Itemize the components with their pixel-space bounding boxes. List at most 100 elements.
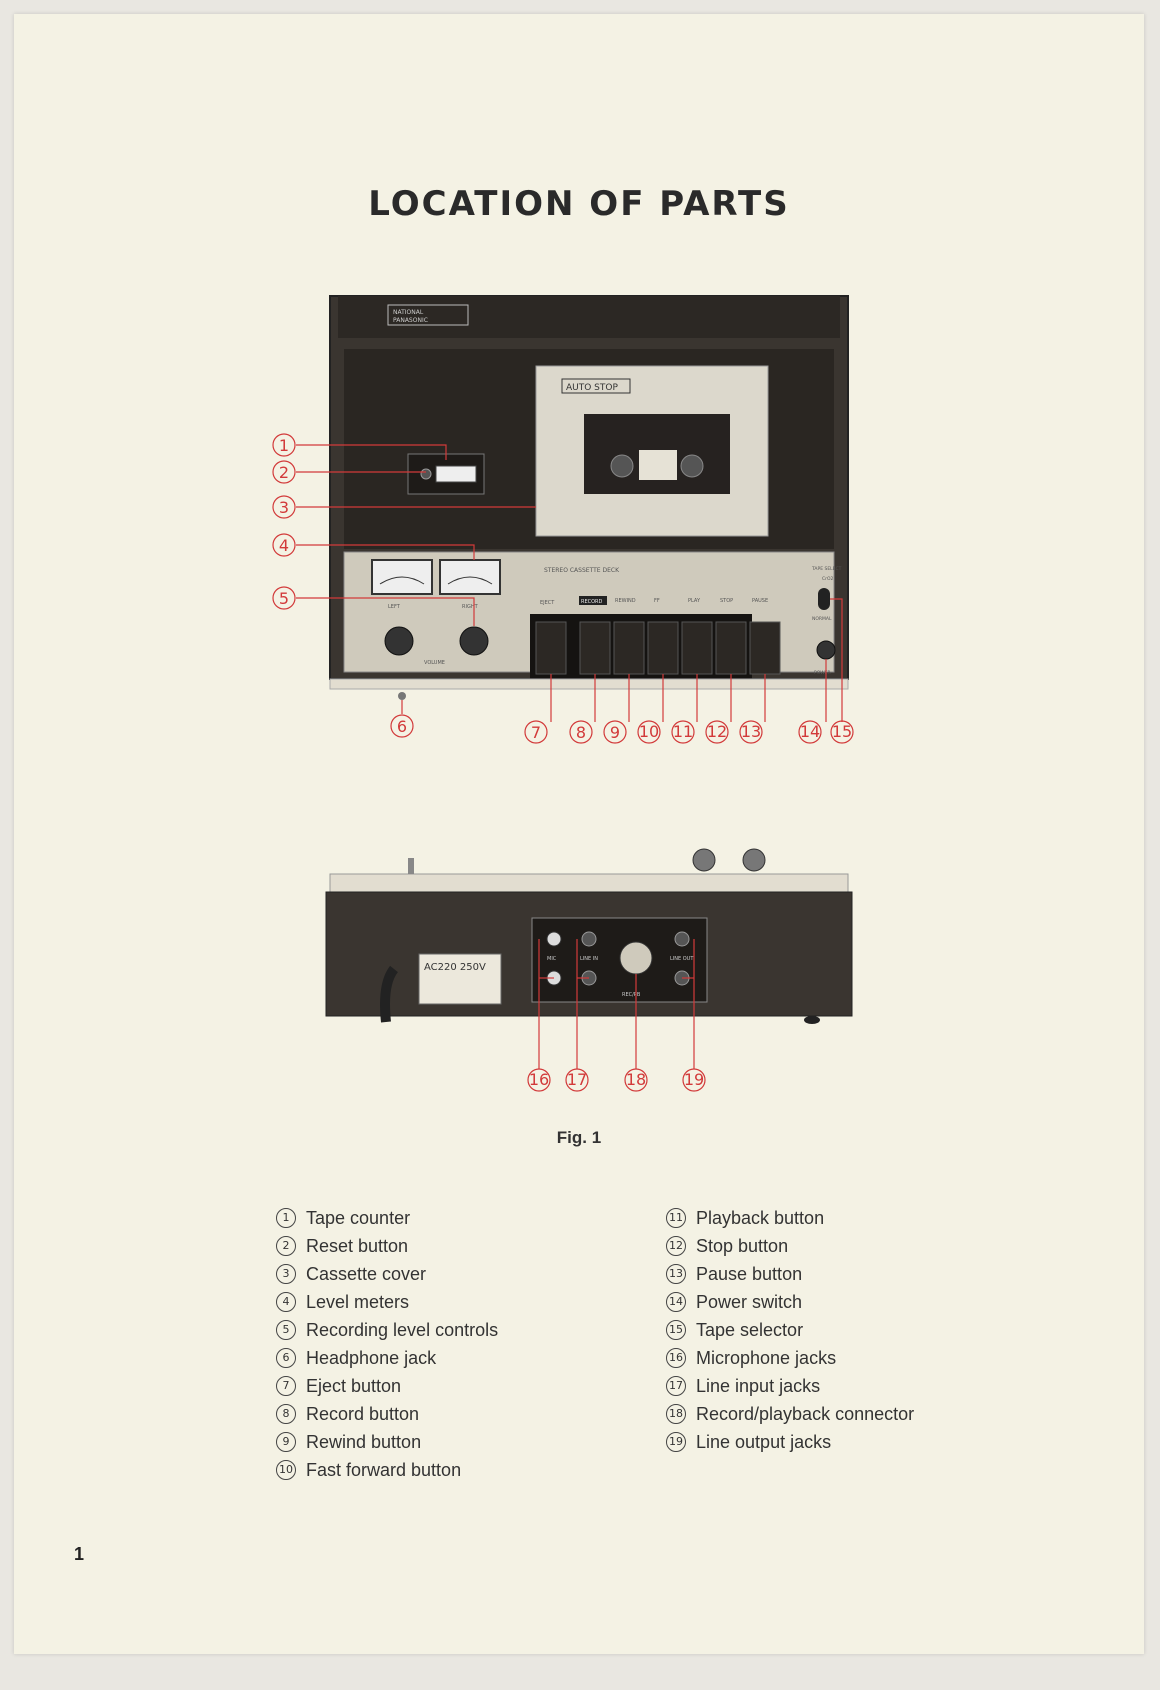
svg-text:11: 11 bbox=[673, 722, 693, 741]
tape-select-label: TAPE SELECT bbox=[811, 566, 842, 572]
legend-number: 18 bbox=[666, 1404, 686, 1424]
svg-text:3: 3 bbox=[279, 498, 289, 517]
page-title: LOCATION OF PARTS bbox=[368, 184, 790, 224]
tape-counter-digits bbox=[435, 465, 477, 483]
reset-button[interactable] bbox=[420, 468, 432, 480]
stop-key[interactable] bbox=[715, 621, 747, 675]
legend-number: 13 bbox=[666, 1264, 686, 1284]
svg-text:18: 18 bbox=[626, 1070, 646, 1089]
legend-number: 6 bbox=[276, 1348, 296, 1368]
callout-2: 2 bbox=[272, 460, 296, 484]
power-switch[interactable] bbox=[816, 640, 836, 660]
normal-label: NORMAL bbox=[812, 616, 832, 622]
level-knob-right[interactable] bbox=[459, 626, 489, 656]
legend-label: Microphone jacks bbox=[696, 1347, 837, 1368]
level-meter-right bbox=[439, 559, 501, 595]
left-label: LEFT bbox=[388, 604, 401, 610]
legend-number: 7 bbox=[276, 1376, 296, 1396]
rewind-key[interactable] bbox=[613, 621, 645, 675]
legend-label: Rewind button bbox=[306, 1431, 422, 1452]
legend-label: Pause button bbox=[696, 1263, 803, 1284]
callout-leaders-top bbox=[296, 444, 843, 722]
svg-text:13: 13 bbox=[741, 722, 761, 741]
record-label: RECORD bbox=[581, 599, 603, 605]
brand-line2: PANASONIC bbox=[393, 317, 428, 324]
tape-selector-switch[interactable] bbox=[818, 588, 830, 610]
level-meter-left bbox=[371, 559, 433, 595]
rear-knob-right bbox=[742, 848, 766, 872]
ff-key[interactable] bbox=[647, 621, 679, 675]
svg-text:12: 12 bbox=[707, 722, 727, 741]
legend-label: Fast forward button bbox=[306, 1459, 462, 1480]
legend-label: Headphone jack bbox=[306, 1347, 437, 1368]
legend-label: Line output jacks bbox=[696, 1431, 832, 1452]
record-label-box bbox=[579, 596, 607, 605]
legend-number: 16 bbox=[666, 1348, 686, 1368]
callout-11: 11 bbox=[671, 720, 695, 744]
brand-line1: NATIONAL bbox=[393, 309, 424, 316]
manual-page: LOCATION OF PARTS NATIONAL PANASONIC AUT… bbox=[14, 14, 1144, 1654]
rewind-label: REWIND bbox=[615, 598, 636, 604]
cro2-label: CrO2 bbox=[822, 576, 834, 582]
line-in-label: LINE IN bbox=[580, 956, 598, 962]
record-key[interactable] bbox=[579, 621, 611, 675]
stop-label: STOP bbox=[720, 598, 733, 604]
eject-key[interactable] bbox=[535, 621, 567, 675]
callout-leaders-rear bbox=[538, 939, 695, 1069]
legend-number: 1 bbox=[276, 1208, 296, 1228]
legend-item: 7 Eject button bbox=[276, 1372, 498, 1400]
svg-text:9: 9 bbox=[610, 723, 620, 742]
left-reel bbox=[610, 454, 634, 478]
eject-label: EJECT bbox=[540, 600, 555, 606]
svg-text:16: 16 bbox=[529, 1070, 549, 1089]
svg-text:8: 8 bbox=[576, 723, 586, 742]
callout-1: 1 bbox=[272, 433, 296, 457]
play-label: PLAY bbox=[688, 598, 701, 604]
right-label: RIGHT bbox=[462, 604, 479, 610]
pause-key[interactable] bbox=[749, 621, 781, 675]
mic-jack-top[interactable] bbox=[546, 931, 562, 947]
svg-text:10: 10 bbox=[639, 722, 659, 741]
legend-number: 4 bbox=[276, 1292, 296, 1312]
legend-label: Eject button bbox=[306, 1375, 402, 1396]
legend-label: Tape counter bbox=[306, 1207, 411, 1228]
legend-number: 17 bbox=[666, 1376, 686, 1396]
callout-4: 4 bbox=[272, 533, 296, 557]
rear-jack-panel bbox=[531, 917, 708, 1003]
callout-7: 7 bbox=[524, 720, 548, 744]
line-in-jack-top[interactable] bbox=[581, 931, 597, 947]
svg-text:1: 1 bbox=[279, 436, 289, 455]
legend-label: Power switch bbox=[696, 1291, 803, 1312]
legend-number: 3 bbox=[276, 1264, 296, 1284]
rear-top-edge bbox=[329, 873, 849, 893]
deck-top-view: NATIONAL PANASONIC AUTO STOP STEREO CASS… bbox=[329, 295, 849, 700]
callout-18: 18 bbox=[624, 1068, 648, 1092]
legend-number: 15 bbox=[666, 1320, 686, 1340]
callout-8: 8 bbox=[569, 720, 593, 744]
auto-stop-label: AUTO STOP bbox=[566, 383, 618, 393]
deck-top-strip bbox=[338, 296, 840, 338]
page-number: 1 bbox=[74, 1544, 85, 1564]
callout-19: 19 bbox=[682, 1068, 706, 1092]
rec-pb-connector[interactable] bbox=[619, 941, 653, 975]
deck-rear-view: AC220 250V MIC LINE IN REC/PB LINE OUT bbox=[325, 848, 853, 1024]
power-cord bbox=[380, 965, 399, 1023]
callout-numbers: 1 2 3 4 5 6 7 8 9 10 11 12 13 14 15 16 1… bbox=[272, 433, 854, 1092]
headphone-jack[interactable] bbox=[398, 692, 406, 700]
callout-15: 15 bbox=[830, 720, 854, 744]
legend-label: Reset button bbox=[306, 1235, 409, 1256]
legend-item: 1 Tape counter bbox=[276, 1204, 498, 1232]
level-knob-left[interactable] bbox=[384, 626, 414, 656]
volume-label: VOLUME bbox=[424, 660, 445, 666]
mic-label: MIC bbox=[547, 956, 557, 962]
legend-number: 8 bbox=[276, 1404, 296, 1424]
play-key[interactable] bbox=[681, 621, 713, 675]
line-out-jack-top[interactable] bbox=[674, 931, 690, 947]
figure-caption: Fig. 1 bbox=[556, 1128, 602, 1147]
